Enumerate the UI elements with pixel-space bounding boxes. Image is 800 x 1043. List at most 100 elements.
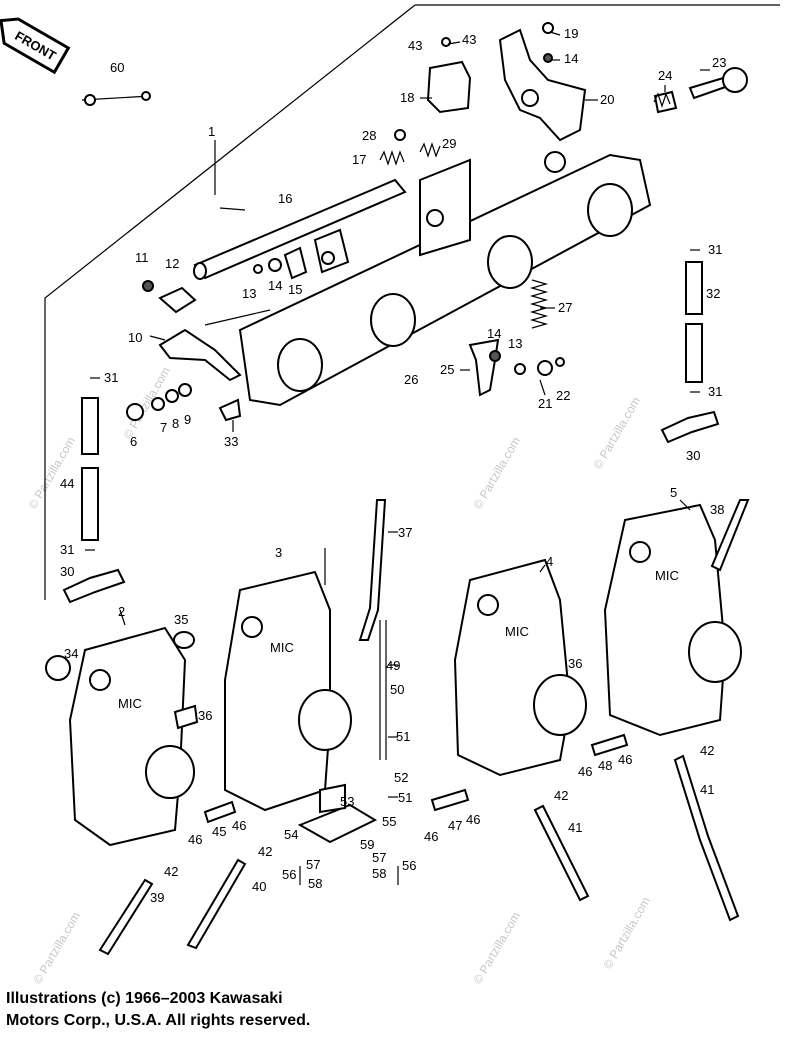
vent-tube-parts bbox=[62, 261, 720, 604]
callout: 18 bbox=[400, 90, 414, 105]
callout: 46 bbox=[188, 832, 202, 847]
callout: 52 bbox=[394, 770, 408, 785]
callout: 13 bbox=[242, 286, 256, 301]
assembly-boundary bbox=[44, 4, 780, 600]
throttle-shaft-part bbox=[193, 178, 407, 280]
callout: 4 bbox=[546, 554, 553, 569]
carburetor-exploded-diagram: © Partzilla.com © Partzilla.com © Partzi… bbox=[0, 4, 780, 987]
callout: 57 bbox=[306, 857, 320, 872]
callout: 42 bbox=[700, 743, 714, 758]
copyright-line-1: Illustrations (c) 1966–2003 Kawasaki bbox=[6, 990, 283, 1007]
callout: 30 bbox=[686, 448, 700, 463]
callout: 9 bbox=[184, 412, 191, 427]
callout: 46 bbox=[618, 752, 632, 767]
callout: 46 bbox=[466, 812, 480, 827]
callout: 42 bbox=[258, 844, 272, 859]
callout: 17 bbox=[352, 152, 366, 167]
callout: 25 bbox=[440, 362, 454, 377]
callout: 46 bbox=[424, 829, 438, 844]
callout: 39 bbox=[150, 890, 164, 905]
callout: 57 bbox=[372, 850, 386, 865]
callout: 8 bbox=[172, 416, 179, 431]
callout: 42 bbox=[164, 864, 178, 879]
callout: 33 bbox=[224, 434, 238, 449]
watermark: © Partzilla.com bbox=[590, 394, 643, 471]
callout: 60 bbox=[110, 60, 124, 75]
callout: 14 bbox=[564, 51, 578, 66]
callout: 31 bbox=[708, 384, 722, 399]
callout: 23 bbox=[712, 55, 726, 70]
callout: 27 bbox=[558, 300, 572, 315]
callout: 45 bbox=[212, 824, 226, 839]
watermark: © Partzilla.com bbox=[470, 434, 523, 511]
callout: 31 bbox=[60, 542, 74, 557]
callout: 34 bbox=[64, 646, 78, 661]
lever-parts bbox=[158, 246, 500, 397]
callout: 28 bbox=[362, 128, 376, 143]
callout: 42 bbox=[554, 788, 568, 803]
callout: 37 bbox=[398, 525, 412, 540]
callout: 7 bbox=[160, 420, 167, 435]
callout: 56 bbox=[282, 867, 296, 882]
carb-badge: MIC bbox=[505, 624, 529, 639]
watermark: © Partzilla.com bbox=[600, 894, 653, 971]
carburetor-2: MIC bbox=[68, 626, 195, 847]
callout: 59 bbox=[360, 837, 374, 852]
callout: 43 bbox=[462, 32, 476, 47]
callout: 16 bbox=[278, 191, 292, 206]
callout: 50 bbox=[390, 682, 404, 697]
callout: 46 bbox=[232, 818, 246, 833]
carburetor-3: MIC bbox=[224, 570, 352, 812]
callout: 43 bbox=[408, 38, 422, 53]
callout: 20 bbox=[600, 92, 614, 107]
fastener-parts bbox=[126, 22, 565, 422]
callout: 29 bbox=[442, 136, 456, 151]
hose-parts bbox=[98, 499, 750, 956]
callout: 14 bbox=[268, 278, 282, 293]
callout: 15 bbox=[288, 282, 302, 297]
callout: 5 bbox=[670, 485, 677, 500]
carb-badge: MIC bbox=[270, 640, 294, 655]
callout: 13 bbox=[508, 336, 522, 351]
callout: 36 bbox=[568, 656, 582, 671]
callout: 22 bbox=[556, 388, 570, 403]
callout: 19 bbox=[564, 26, 578, 41]
front-arrow-tag: FRONT bbox=[0, 17, 71, 75]
callout: 10 bbox=[128, 330, 142, 345]
callout: 56 bbox=[402, 858, 416, 873]
carb-mounting-plate bbox=[238, 151, 652, 407]
callout: 21 bbox=[538, 396, 552, 411]
watermark: © Partzilla.com bbox=[470, 909, 523, 986]
callout: 14 bbox=[487, 326, 501, 341]
callout: 40 bbox=[252, 879, 266, 894]
carburetor-4: MIC bbox=[453, 558, 587, 777]
callout: 26 bbox=[404, 372, 418, 387]
callout-labels: 60 1 43 43 19 14 18 20 23 24 28 29 17 16… bbox=[60, 26, 726, 905]
watermark: © Partzilla.com bbox=[25, 434, 78, 511]
callout: 36 bbox=[198, 708, 212, 723]
callout: 30 bbox=[60, 564, 74, 579]
callout: 58 bbox=[372, 866, 386, 881]
carb-badge: MIC bbox=[655, 568, 679, 583]
spring-parts bbox=[379, 92, 671, 329]
callout: 35 bbox=[174, 612, 188, 627]
carb-badge: MIC bbox=[118, 696, 142, 711]
callout: 2 bbox=[118, 604, 125, 619]
callout: 41 bbox=[700, 782, 714, 797]
callout: 41 bbox=[568, 820, 582, 835]
cable-clip-part bbox=[81, 91, 151, 106]
callout: 24 bbox=[658, 68, 672, 83]
callout: 44 bbox=[60, 476, 74, 491]
callout: 38 bbox=[710, 502, 724, 517]
callout: 46 bbox=[578, 764, 592, 779]
callout: 31 bbox=[104, 370, 118, 385]
callout: 31 bbox=[708, 242, 722, 257]
throttle-bracket-part bbox=[426, 28, 748, 142]
copyright-notice: Illustrations (c) 1966–2003 Kawasaki Mot… bbox=[6, 988, 506, 1032]
float-bowl-parts bbox=[45, 631, 378, 844]
callout: 58 bbox=[308, 876, 322, 891]
callout: 12 bbox=[165, 256, 179, 271]
callout: 51 bbox=[396, 729, 410, 744]
callout: 11 bbox=[135, 250, 149, 265]
callout: 51 bbox=[398, 790, 412, 805]
